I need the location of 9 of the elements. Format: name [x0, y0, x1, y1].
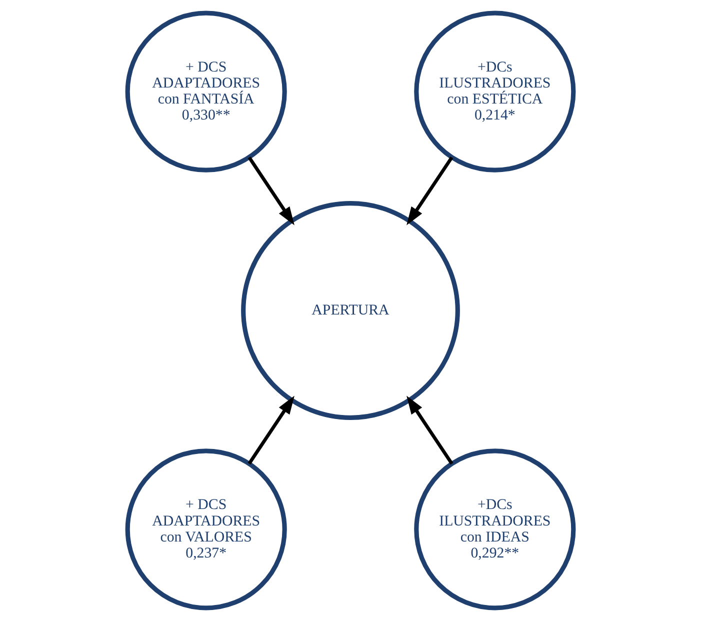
arrow [406, 396, 454, 465]
node-circle: + DCS ADAPTADORES con VALORES 0,237* [125, 448, 287, 610]
node-circle: + DCS ADAPTADORES con FANTASÍA 0,330** [125, 10, 287, 172]
arrow [248, 396, 294, 465]
node-circle: +DCs ILUSTRADORES con ESTÉTICA 0,214* [414, 10, 576, 172]
node-circle: APERTURA [241, 201, 460, 420]
arrow [406, 156, 454, 226]
arrow [248, 156, 294, 226]
node-circle: +DCs ILUSTRADORES con IDEAS 0,292** [414, 448, 576, 610]
